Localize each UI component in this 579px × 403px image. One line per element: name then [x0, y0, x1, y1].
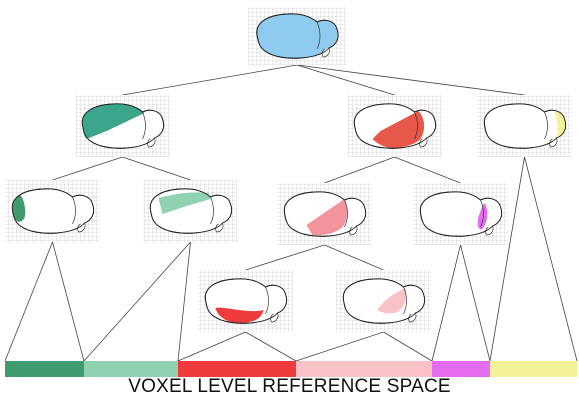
- brain-region-icon: [149, 188, 233, 234]
- edge-n2-mint-bar-1: [177, 241, 191, 362]
- edge-n1-yellow-bar-0: [489, 156, 525, 362]
- brain-region-icon: [353, 103, 437, 149]
- node-n2-dark-green: [5, 180, 100, 242]
- reference-space-caption: VOXEL LEVEL REFERENCE SPACE: [128, 376, 451, 397]
- reference-segment-dark-green: [5, 361, 84, 377]
- edge-n2-mint-bar-0: [83, 241, 191, 362]
- edge-n1-red-n2-pink: [324, 156, 395, 184]
- tree-edges: [4, 64, 578, 362]
- node-root: [248, 7, 346, 65]
- edge-n3-red-bar-1: [245, 331, 297, 362]
- edge-root-n1-red: [296, 64, 395, 96]
- edge-n1-yellow-bar-1: [524, 156, 578, 362]
- brain-region-icon: [483, 103, 567, 149]
- edge-n2-dark-green-bar-1: [52, 241, 85, 362]
- brain-region-icon: [342, 278, 426, 324]
- node-n3-red: [198, 270, 293, 332]
- brain-whole-icon: [256, 13, 339, 59]
- edge-n2-dark-green-bar-0: [4, 241, 53, 362]
- edge-n3-light-pink-bar-1: [383, 331, 433, 362]
- node-n2-mint: [143, 180, 238, 242]
- reference-segment-yellow: [490, 361, 577, 377]
- node-n2-magenta: [413, 183, 508, 245]
- edge-n1-teal-n2-dark-green: [52, 156, 123, 181]
- node-n3-light-pink: [336, 270, 431, 332]
- edge-root-n1-yellow: [296, 64, 525, 96]
- brain-region-icon: [204, 278, 288, 324]
- edge-n3-red-bar-0: [177, 331, 246, 362]
- edge-n2-magenta-bar-1: [460, 244, 491, 362]
- reference-space-bar: [5, 361, 577, 377]
- edge-n1-teal-n2-mint: [122, 156, 191, 181]
- node-n1-red: [347, 95, 442, 157]
- brain-region-icon: [11, 188, 95, 234]
- edge-n1-red-n2-magenta: [394, 156, 461, 184]
- tree-nodes: [5, 7, 572, 332]
- node-n1-teal: [75, 95, 170, 157]
- edge-n2-pink-n3-red: [245, 244, 325, 271]
- brain-region-icon: [419, 191, 503, 237]
- brain-region-icon: [283, 191, 367, 237]
- edge-root-n1-teal: [122, 64, 298, 96]
- node-n1-yellow: [477, 95, 572, 157]
- reference-segment-red: [178, 361, 296, 377]
- edge-n2-pink-n3-light-pink: [324, 244, 384, 271]
- node-n2-pink: [277, 183, 372, 245]
- reference-segment-magenta: [432, 361, 490, 377]
- brain-region-icon: [81, 103, 165, 149]
- reference-segment-light-pink: [296, 361, 432, 377]
- reference-segment-mint: [84, 361, 178, 377]
- edge-n2-magenta-bar-0: [431, 244, 461, 362]
- edge-n3-light-pink-bar-0: [295, 331, 384, 362]
